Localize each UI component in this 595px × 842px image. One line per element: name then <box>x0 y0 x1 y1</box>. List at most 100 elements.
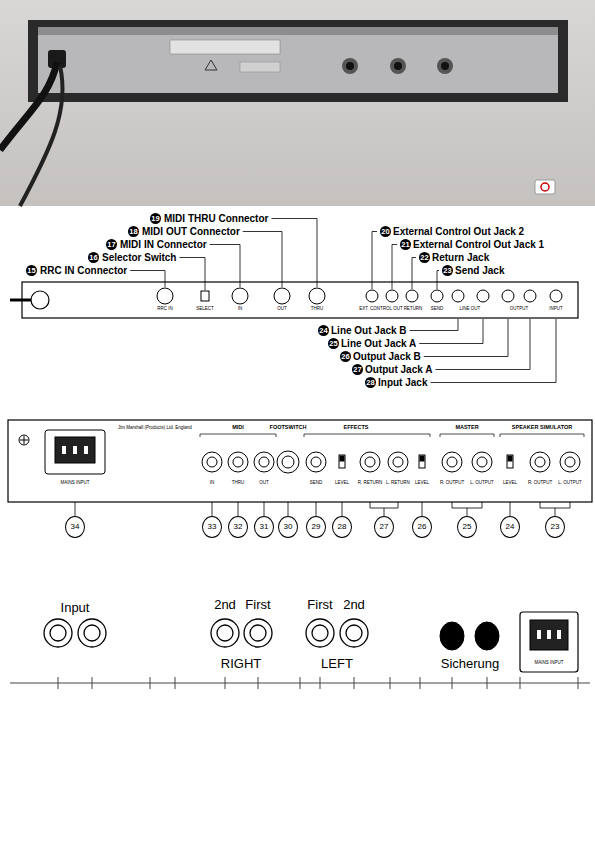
leader-line <box>392 245 397 290</box>
callout-number: 27 <box>352 364 363 375</box>
callout-number: 25 <box>457 516 477 538</box>
part-name: Line Out Jack A <box>341 337 416 350</box>
panel-label: RETURN <box>404 306 423 312</box>
leader-line <box>419 319 483 344</box>
panel-label: LEVEL <box>503 480 517 486</box>
part-name: Send Jack <box>455 264 504 277</box>
part-name: Line Out Jack B <box>331 324 407 337</box>
channel-label: RIGHT <box>221 656 261 671</box>
part-name: MIDI IN Connector <box>120 238 207 251</box>
callout-number: 24 <box>318 325 329 336</box>
leader-line <box>437 271 439 290</box>
callout-number: 19 <box>150 213 161 224</box>
panel-label: OUT <box>259 480 269 486</box>
leader-line <box>130 271 165 288</box>
panel-label: R. OUTPUT <box>440 480 464 486</box>
panel-label: OUT <box>277 306 287 312</box>
panel-label: R. OUTPUT <box>528 480 552 486</box>
panel-label: RRC IN <box>157 306 173 312</box>
panel-label: MAINS INPUT <box>534 660 563 666</box>
group-label: SPEAKER SIMULATOR <box>510 424 574 431</box>
korg-panel <box>10 282 578 318</box>
channel-label: LEFT <box>321 656 353 671</box>
jack-label: 2nd <box>343 597 365 612</box>
part-name: Return Jack <box>432 251 489 264</box>
leader-line <box>372 232 377 290</box>
jack-label: 2nd <box>214 597 236 612</box>
fuse-label: Sicherung <box>441 656 500 671</box>
panel-label: INPUT <box>549 306 563 312</box>
callout-number: 29 <box>306 516 326 538</box>
callout-number: 23 <box>545 516 565 538</box>
jack-label: First <box>307 597 332 612</box>
panel-label: LINE OUT <box>460 306 481 312</box>
callout-number: 31 <box>254 516 274 538</box>
part-name: Selector Switch <box>102 251 176 264</box>
panel-label: IN <box>210 480 215 486</box>
callout-number: 26 <box>412 516 432 538</box>
callout-number: 22 <box>419 252 430 263</box>
leader-line <box>180 258 206 291</box>
jack-label: First <box>245 597 270 612</box>
callout-number: 32 <box>228 516 248 538</box>
part-name: Output Jack A <box>365 363 432 376</box>
part-name: RRC IN Connector <box>40 264 127 277</box>
panel-label: L. RETURN <box>386 480 410 486</box>
maker-label: Jim Marshall (Products) Ltd. England <box>118 425 192 431</box>
marshall-panel <box>8 420 592 516</box>
part-name: Output Jack B <box>353 350 421 363</box>
group-label: MIDI <box>230 424 246 431</box>
panel-label: LEVEL <box>415 480 429 486</box>
callout-number: 15 <box>26 265 37 276</box>
part-name: Input Jack <box>378 376 427 389</box>
photo <box>0 0 595 206</box>
callout-number: 23 <box>442 265 453 276</box>
leader-line <box>210 245 240 288</box>
part-name: MIDI THRU Connector <box>164 212 268 225</box>
leader-line <box>272 219 318 288</box>
leader-line <box>431 319 557 383</box>
leader-line <box>435 319 530 370</box>
leader-line <box>412 258 416 290</box>
callout-number: 18 <box>128 226 139 237</box>
callout-number: 17 <box>106 239 117 250</box>
panel-label: EXT. CONTROL OUT <box>359 306 402 312</box>
callout-number: 27 <box>374 516 394 538</box>
callout-number: 34 <box>65 516 85 538</box>
callout-number: 16 <box>88 252 99 263</box>
panel-label: SEND <box>310 480 323 486</box>
panel-label: THRU <box>232 480 245 486</box>
panel-label: MAINS INPUT <box>60 480 89 486</box>
part-name: External Control Out Jack 2 <box>393 225 524 238</box>
callout-number: 20 <box>380 226 391 237</box>
jack-label: Input <box>61 600 90 615</box>
panel-label: THRU <box>311 306 324 312</box>
part-name: External Control Out Jack 1 <box>413 238 544 251</box>
panel-label: L. OUTPUT <box>470 480 494 486</box>
panel-label: LEVEL <box>335 480 349 486</box>
callout-number: 28 <box>332 516 352 538</box>
panel-label: R. RETURN <box>358 480 383 486</box>
group-label: MASTER <box>453 424 480 431</box>
callout-number: 25 <box>328 338 339 349</box>
callout-number: 21 <box>400 239 411 250</box>
panel-label: OUTPUT <box>510 306 529 312</box>
part-name: MIDI OUT Connector <box>142 225 240 238</box>
callout-number: 30 <box>278 516 298 538</box>
group-label: FOOTSWITCH <box>268 424 309 431</box>
panel-label: SELECT <box>196 306 214 312</box>
callout-number: 26 <box>340 351 351 362</box>
panel-label: SEND <box>431 306 444 312</box>
leader-line <box>424 319 508 357</box>
amp-panel <box>10 612 590 689</box>
callout-number: 24 <box>500 516 520 538</box>
panel-label: L. OUTPUT <box>558 480 582 486</box>
leader-line <box>410 319 458 331</box>
callout-number: 33 <box>202 516 222 538</box>
leader-line <box>243 232 282 288</box>
callout-number: 28 <box>365 377 376 388</box>
panel-label: IN <box>238 306 243 312</box>
group-label: EFFECTS <box>341 424 370 431</box>
